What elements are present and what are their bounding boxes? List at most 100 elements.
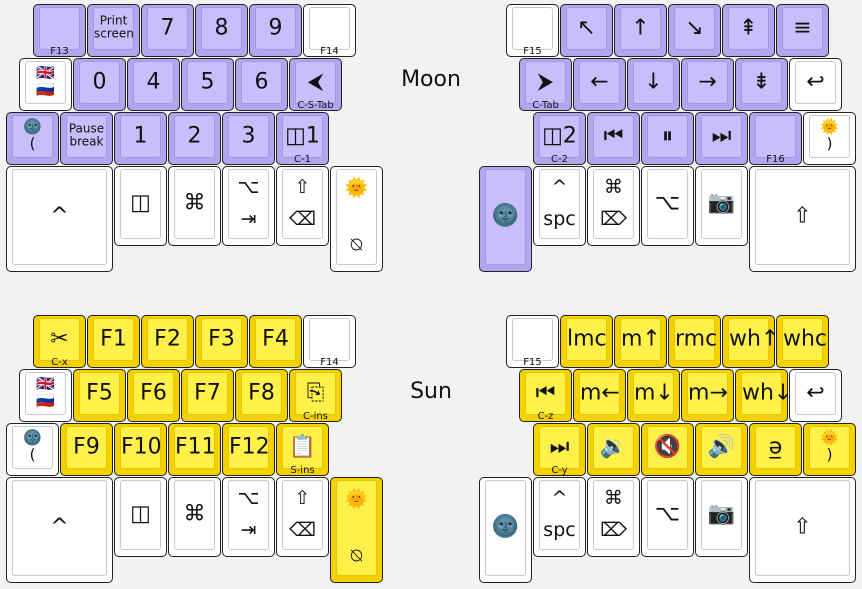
key-legend: ⏭ <box>711 122 732 148</box>
key-sun-23: 🌞⍉ <box>330 477 383 583</box>
key-sub-legend: C-x <box>51 357 68 368</box>
key-cap: 🔊 <box>701 426 742 469</box>
key-sun-43: ^spc <box>533 477 586 557</box>
key-moon-8: 4 <box>127 58 180 111</box>
key-cap: ↓ <box>633 61 674 104</box>
key-cap: ⇞ <box>728 7 769 50</box>
key-legend: 🌚 <box>491 203 520 229</box>
key-legend: 🌞 ) <box>820 116 839 152</box>
key-cap: ⌥⇥ <box>228 169 269 239</box>
key-legend: ⇧ <box>793 203 812 229</box>
key-cap: ⮞ <box>525 61 566 104</box>
key-sun-21: ⌥⇥ <box>222 477 275 557</box>
key-sub-legend: S-ins <box>290 465 315 476</box>
key-sun-7: F5 <box>73 369 126 422</box>
key-moon-3: 8 <box>195 4 248 57</box>
key-top-legend: 🌞 <box>344 177 369 199</box>
key-sun-16: F12 <box>222 423 275 476</box>
key-legend: ← <box>590 68 609 94</box>
key-cap <box>755 115 796 158</box>
key-sun-30: ⏮C-z <box>519 369 572 422</box>
key-cap: ⌥ <box>647 480 688 550</box>
key-moon-40: F16 <box>749 112 802 165</box>
key-top-legend: ⌥ <box>237 487 260 509</box>
key-legend: 📷 <box>707 501 736 527</box>
key-legend: ≡ <box>793 14 812 40</box>
key-top-legend: 🌞 <box>344 488 369 510</box>
key-top-legend: ⌘ <box>604 487 623 509</box>
key-sun-27: rmc <box>668 315 721 368</box>
key-moon-26: ↑ <box>614 4 667 57</box>
key-moon-30: ⮞C-Tab <box>519 58 572 111</box>
key-moon-12: 🌚 ( <box>6 112 59 165</box>
key-legend: 📋 <box>288 433 317 459</box>
key-sun-31: m← <box>573 369 626 422</box>
key-legend: Pause break <box>68 121 105 149</box>
key-moon-43: ^spc <box>533 166 586 246</box>
key-cap: 4 <box>133 61 174 104</box>
key-cap: ⎘ <box>295 372 336 415</box>
key-cap: ↩ <box>795 61 836 104</box>
key-legend: m↑ <box>621 325 661 351</box>
key-sun-47: ⇧ <box>749 477 856 583</box>
key-cap: m→ <box>687 372 728 415</box>
key-cap: ⇧⌫ <box>282 169 323 239</box>
key-cap: F7 <box>187 372 228 415</box>
key-sun-6: 🇬🇧 🇷🇺 <box>19 369 72 422</box>
key-legend: ✂ <box>50 325 69 351</box>
key-legend: 1 <box>133 122 148 148</box>
key-cap: ⇧ <box>755 480 850 576</box>
key-cap: 📋 <box>282 426 323 469</box>
key-legend: 2 <box>187 122 202 148</box>
key-legend: Print screen <box>94 13 134 41</box>
key-cap: 5 <box>187 61 228 104</box>
key-legend: F11 <box>175 433 216 459</box>
key-legend: ⮞ <box>537 68 554 94</box>
key-cap: → <box>687 61 728 104</box>
key-sun-46: 📷 <box>695 477 748 557</box>
key-sun-5: F14 <box>303 315 356 368</box>
key-cap: ⏮ <box>525 372 566 415</box>
key-legend: ⎘ <box>306 379 325 405</box>
key-legend: ↩ <box>806 379 825 405</box>
key-sun-18: ^ <box>6 477 113 583</box>
key-moon-44: ⌘⌦ <box>587 166 640 246</box>
key-moon-21: ⌥⇥ <box>222 166 275 246</box>
key-sun-26: m↑ <box>614 315 667 368</box>
key-moon-14: 1 <box>114 112 167 165</box>
key-cap: ↩ <box>795 372 836 415</box>
key-legend: m↓ <box>634 379 674 405</box>
key-cap: ⏮ <box>593 115 634 158</box>
key-legend: ⌘ <box>183 501 206 527</box>
key-cap: 🇬🇧 🇷🇺 <box>25 61 66 104</box>
key-cap: ⇟ <box>741 61 782 104</box>
key-cap: wh↑ <box>728 318 779 361</box>
key-legend: ⮜ <box>307 68 324 94</box>
key-cap: ⌥ <box>647 169 688 239</box>
key-moon-27: ↘ <box>668 4 721 57</box>
key-bottom-legend: spc <box>543 519 576 541</box>
key-moon-9: 5 <box>181 58 234 111</box>
key-moon-33: → <box>681 58 734 111</box>
key-moon-42: 🌚 <box>479 166 532 272</box>
key-cap: ə̲ <box>755 426 796 469</box>
key-cap: 🌞 ) <box>809 115 850 158</box>
key-cap: 1 <box>120 115 161 158</box>
key-legend: 📷 <box>707 190 736 216</box>
key-top-legend: ⇧ <box>294 176 311 198</box>
key-cap: 🔉 <box>593 426 634 469</box>
key-legend: ◫2 <box>542 122 577 148</box>
key-moon-29: ≡ <box>776 4 829 57</box>
key-legend: 🌞 ) <box>820 427 839 463</box>
key-cap: 🌞⍉ <box>336 169 377 265</box>
key-sun-45: ⌥ <box>641 477 694 557</box>
key-moon-2: 7 <box>141 4 194 57</box>
key-legend: F6 <box>140 379 167 405</box>
key-sun-25: lmc <box>560 315 613 368</box>
key-moon-38: ⏸ <box>641 112 694 165</box>
key-legend: whc <box>783 325 828 351</box>
key-cap: m← <box>579 372 620 415</box>
key-moon-16: 3 <box>222 112 275 165</box>
key-moon-19: ◫ <box>114 166 167 246</box>
key-legend: F12 <box>229 433 270 459</box>
